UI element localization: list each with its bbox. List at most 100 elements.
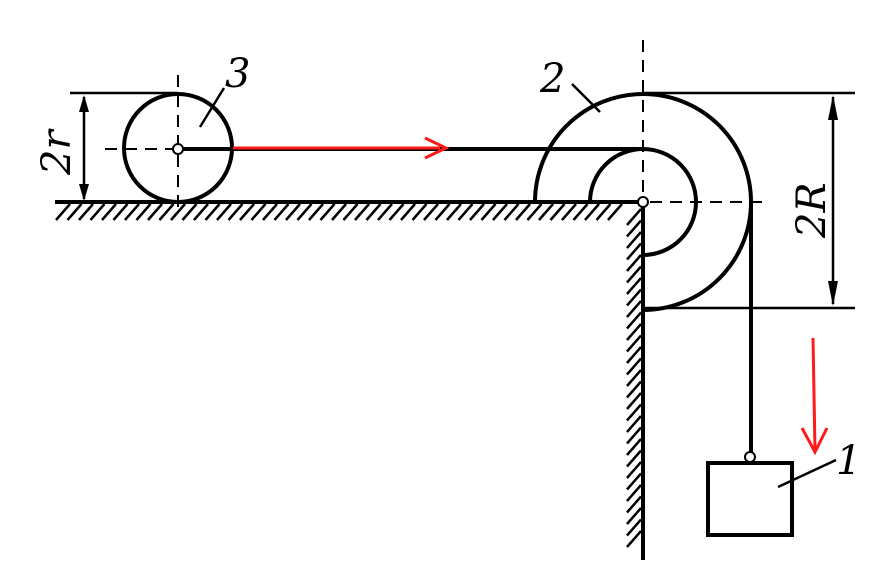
hatch-line — [216, 203, 232, 221]
hatch-line — [112, 203, 129, 221]
block-hook — [744, 451, 756, 463]
hatch-line — [296, 203, 313, 221]
hatch-line — [158, 203, 175, 221]
hatch-line — [342, 203, 359, 221]
leader-1 — [777, 458, 837, 489]
label-body-3: 3 — [225, 51, 250, 97]
hatch-line — [626, 346, 642, 364]
hatch-line — [626, 415, 642, 433]
hatch-line — [492, 203, 508, 221]
hatch-line — [626, 518, 642, 537]
arrowhead-down-icon — [800, 427, 829, 456]
hatch-line — [480, 203, 497, 221]
dim-arrow-down-icon — [79, 184, 89, 201]
hatch-line — [469, 203, 485, 221]
hatch-line — [626, 311, 642, 330]
hatch-line — [626, 472, 642, 491]
hatch-line — [411, 203, 428, 221]
dim-arrow-up-icon — [79, 95, 89, 112]
hatch-line — [626, 265, 642, 284]
hatch-line — [626, 495, 642, 514]
hatch-line — [124, 203, 140, 221]
hatch-line — [626, 242, 642, 261]
dim-arrow-up-icon — [828, 95, 838, 120]
hatch-line — [626, 323, 642, 341]
hatch-line — [308, 203, 324, 221]
hatch-line — [626, 530, 642, 548]
hatch-line — [595, 203, 612, 221]
hatch-line — [626, 208, 642, 226]
hatch-line — [584, 203, 600, 221]
pulley-2-axle — [637, 196, 649, 208]
hatch-line — [626, 254, 642, 272]
surface-hatching — [55, 203, 642, 548]
block-1 — [706, 461, 794, 537]
hatch-line — [626, 231, 642, 249]
pulley-2-outer-rim — [533, 92, 753, 312]
leader-2 — [571, 83, 601, 113]
disk-3-axle — [172, 143, 184, 155]
hatch-line — [101, 203, 117, 221]
hatch-line — [626, 334, 642, 353]
hatch-line — [503, 203, 520, 221]
hatch-line — [227, 203, 244, 221]
hatch-line — [626, 449, 642, 468]
hatch-line — [626, 461, 642, 479]
label-body-2: 2 — [539, 56, 565, 102]
hatch-line — [626, 357, 642, 376]
hatch-line — [66, 203, 83, 221]
hatch-line — [147, 203, 163, 221]
hatch-line — [388, 203, 405, 221]
hatch-line — [135, 203, 152, 221]
leader-3 — [198, 87, 226, 128]
hatch-line — [170, 203, 186, 221]
velocity-arrow-block1 — [811, 337, 817, 451]
hatch-line — [626, 392, 642, 410]
hatch-line — [561, 203, 577, 221]
center-lines — [105, 40, 770, 215]
hatch-line — [607, 203, 623, 221]
hatch-line — [55, 203, 71, 221]
dimension-2R — [643, 91, 855, 310]
hatch-line — [626, 507, 642, 525]
hatch-line — [434, 203, 451, 221]
hatch-line — [526, 203, 543, 221]
hatch-line — [572, 203, 589, 221]
hatch-line — [626, 484, 642, 502]
hatch-line — [285, 203, 301, 221]
dim-arrow-down-icon — [828, 281, 838, 306]
hatch-line — [365, 203, 382, 221]
hatch-line — [457, 203, 474, 221]
hatch-line — [626, 438, 642, 456]
hatch-line — [193, 203, 209, 221]
hatch-line — [181, 203, 198, 221]
hatch-line — [626, 219, 642, 238]
hatch-line — [319, 203, 336, 221]
hatch-line — [626, 380, 642, 399]
hatch-line — [78, 203, 94, 221]
label-body-1: 1 — [836, 438, 861, 484]
hatch-line — [354, 203, 370, 221]
arrowhead-right-icon — [424, 136, 450, 160]
hatch-line — [331, 203, 347, 221]
hatch-line — [239, 203, 255, 221]
hatch-line — [626, 277, 642, 295]
hatch-line — [515, 203, 531, 221]
hatch-line — [204, 203, 221, 221]
hatch-line — [446, 203, 462, 221]
hatch-line — [626, 403, 642, 422]
label-2R: 2R — [789, 182, 835, 239]
label-2r: 2r — [34, 128, 80, 176]
hatch-line — [538, 203, 554, 221]
hatch-line — [549, 203, 566, 221]
hatch-line — [250, 203, 267, 221]
hatch-line — [273, 203, 290, 221]
hatch-line — [400, 203, 416, 221]
hatch-line — [626, 426, 642, 445]
hatch-line — [262, 203, 278, 221]
dimension-2r — [70, 91, 178, 199]
pulley-2-inner-drum — [588, 147, 698, 257]
hatch-line — [423, 203, 439, 221]
hatch-line — [89, 203, 106, 221]
